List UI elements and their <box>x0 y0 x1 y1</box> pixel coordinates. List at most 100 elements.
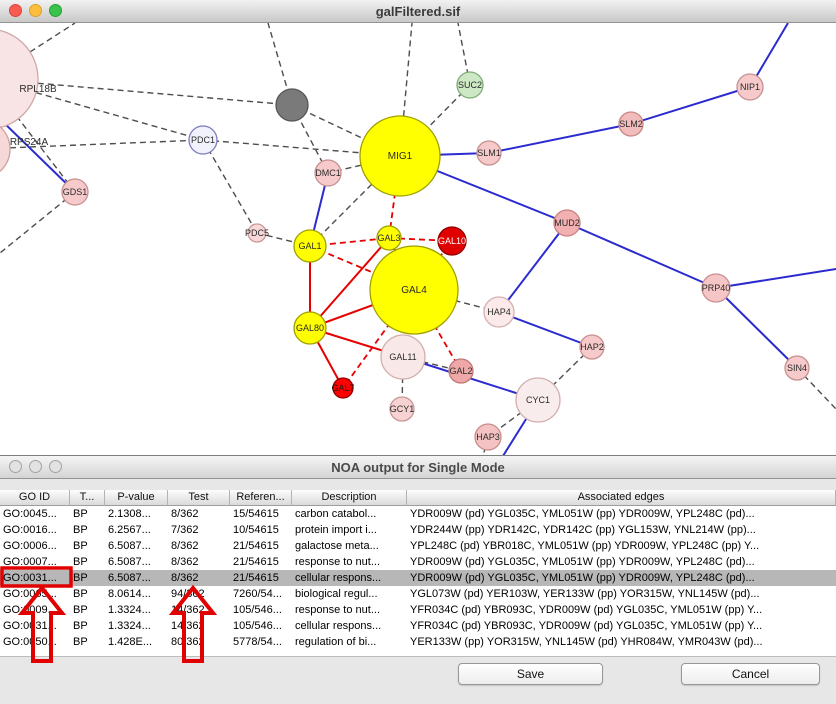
node-label-MIG1: MIG1 <box>388 151 413 162</box>
cell-type: BP <box>73 540 88 552</box>
cell-test: 14/362 <box>171 620 205 632</box>
table-row[interactable]: GO:0006... BP 6.5087... 8/362 21/54615 galact… <box>0 538 836 554</box>
node-PDC5[interactable]: PDC5 <box>245 223 269 243</box>
node-SUC2[interactable]: SUC2 <box>456 71 484 99</box>
cell-description: galactose meta... <box>295 540 379 552</box>
node-NIP1[interactable]: NIP1 <box>736 73 764 101</box>
cell-description: response to nut... <box>295 556 380 568</box>
node-GAL10[interactable]: GAL10 <box>437 226 467 256</box>
node-GRAY1[interactable] <box>275 88 309 122</box>
close-button[interactable] <box>9 460 22 473</box>
cell-description: carbon catabol... <box>295 508 377 520</box>
cell-go_id: GO:0007... <box>3 556 57 568</box>
node-label-GAL3: GAL3 <box>377 233 400 243</box>
node-GDS1[interactable]: GDS1 <box>61 178 89 206</box>
node-RPS24A[interactable]: RPS24A <box>0 119 49 179</box>
edge-GAL3-GAL80 <box>309 237 390 329</box>
edge-RPL18B-GRAY1 <box>0 79 293 106</box>
node-GAL80[interactable]: GAL80 <box>293 311 327 345</box>
node-label-HAP3: HAP3 <box>476 432 500 442</box>
edge-GAL3-MIG1 <box>388 155 401 239</box>
node-GAL11[interactable]: GAL11 <box>380 334 426 380</box>
node-label-GAL11: GAL11 <box>389 352 416 362</box>
node-GAL2[interactable]: GAL2 <box>448 358 474 384</box>
cell-p_value: 6.2567... <box>108 524 151 536</box>
node-SIN4[interactable]: SIN4 <box>784 355 810 381</box>
column-header-p_value[interactable]: P-value <box>105 490 168 506</box>
cell-reference: 105/546... <box>233 620 282 632</box>
node-label-SIN4: SIN4 <box>787 363 807 373</box>
node-GAL7[interactable]: GAL7 <box>331 377 355 399</box>
cell-edges: YER133W (pp) YOR315W, YNL145W (pd) YHR08… <box>410 636 763 648</box>
node-RPL18B[interactable]: RPL18B <box>0 29 57 129</box>
edge-PDC1-PDC5 <box>202 139 258 234</box>
cell-go_id: GO:0045... <box>3 508 57 520</box>
close-button[interactable] <box>9 4 22 17</box>
node-label-GAL7: GAL7 <box>331 383 354 393</box>
node-SLM1[interactable]: SLM1 <box>476 140 502 166</box>
node-PRP40[interactable]: PRP40 <box>701 273 731 303</box>
node-label-MUD2: MUD2 <box>554 218 580 228</box>
cell-type: BP <box>73 524 88 536</box>
node-DMC1[interactable]: DMC1 <box>314 159 342 187</box>
column-header-go_id[interactable]: GO ID <box>0 490 70 506</box>
cell-go_id: GO:0006... <box>3 540 57 552</box>
node-GAL1[interactable]: GAL1 <box>293 229 327 263</box>
column-header-reference[interactable]: Referen... <box>230 490 292 506</box>
cell-description: protein import i... <box>295 524 377 536</box>
node-label-PRP40: PRP40 <box>702 283 731 293</box>
node-CYC1[interactable]: CYC1 <box>515 377 561 423</box>
node-SLM2[interactable]: SLM2 <box>618 111 644 137</box>
zoom-button[interactable] <box>49 460 62 473</box>
cell-p_value: 6.5087... <box>108 540 151 552</box>
node-HAP2[interactable]: HAP2 <box>579 334 605 360</box>
node-MUD2[interactable]: MUD2 <box>553 209 581 237</box>
node-label-SLM2: SLM2 <box>619 119 643 129</box>
minimize-button[interactable] <box>29 460 42 473</box>
column-header-description[interactable]: Description <box>292 490 407 506</box>
cell-edges: YGL073W (pd) YER103W, YER133W (pp) YOR31… <box>410 588 760 600</box>
node-HAP4[interactable]: HAP4 <box>483 296 515 328</box>
graph-window-titlebar[interactable]: galFiltered.sif <box>0 0 836 23</box>
cell-reference: 21/54615 <box>233 572 279 584</box>
node-MIG1[interactable]: MIG1 <box>359 115 441 197</box>
node-PDC1[interactable]: PDC1 <box>188 125 218 155</box>
cancel-button[interactable]: Cancel <box>681 663 820 685</box>
zoom-button[interactable] <box>49 4 62 17</box>
cell-reference: 21/54615 <box>233 540 279 552</box>
node-label-GAL1: GAL1 <box>298 241 321 251</box>
node-HAP3[interactable]: HAP3 <box>474 423 502 451</box>
edge-SLM1-SLM2 <box>488 123 632 154</box>
save-button[interactable]: Save <box>458 663 603 685</box>
node-label-GAL2: GAL2 <box>449 366 472 376</box>
cell-p_value: 6.5087... <box>108 556 151 568</box>
button-bar: Save Cancel <box>0 657 836 704</box>
table-window-titlebar[interactable]: NOA output for Single Mode <box>0 456 836 479</box>
node-GAL3[interactable]: GAL3 <box>376 225 402 251</box>
node-label-GAL4: GAL4 <box>401 285 427 296</box>
node-label-HAP4: HAP4 <box>487 307 511 317</box>
node-label-SLM1: SLM1 <box>477 148 501 158</box>
column-header-test[interactable]: Test <box>168 490 230 506</box>
edge-RPS24A-PDC1 <box>0 139 204 149</box>
minimize-button[interactable] <box>29 4 42 17</box>
node-GCY1[interactable]: GCY1 <box>389 396 415 422</box>
node-GAL4[interactable]: GAL4 <box>369 245 459 335</box>
edge-SLM2-NIP1 <box>630 86 751 125</box>
cell-description: regulation of bi... <box>295 636 377 648</box>
cell-test: 8/362 <box>171 556 199 568</box>
edge-PRP40-offscreen <box>715 268 836 289</box>
column-header-type[interactable]: T... <box>70 490 105 506</box>
node-label-GDS1: GDS1 <box>63 187 88 197</box>
cell-test: 8/362 <box>171 540 199 552</box>
column-header-edges[interactable]: Associated edges <box>407 490 836 506</box>
